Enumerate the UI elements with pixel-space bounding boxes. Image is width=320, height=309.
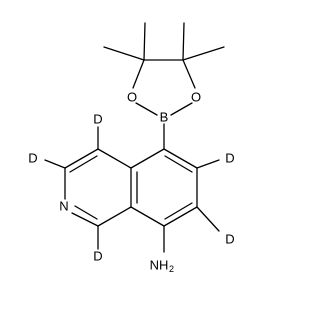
bond-n-c1-double [74,205,98,220]
bond-o-b-left [135,102,158,116]
atom-nh2: NH [150,258,169,273]
structure-diagram: O O B N D D D D D NH 2 [28,22,235,274]
bond-methyl-2 [143,22,146,61]
bond-c1-c8a [97,206,132,227]
bond-c4a-c5 [130,148,165,169]
bond-methyl-4 [182,46,225,61]
bond-c4-c3 [64,148,99,169]
atom-o-right: O [191,90,201,105]
bond-methyl-3 [182,22,185,61]
bond-c-o-left [132,59,145,89]
atom-d-c1: D [93,249,102,264]
bond-c4-c3-double [69,155,98,173]
atom-d-c7: D [225,232,234,247]
bond-methyl-1 [103,46,145,61]
bond-c7-d [196,206,220,232]
bond-c6-d [196,159,220,169]
atom-nh2-subscript: 2 [169,264,174,274]
bond-c7-c8-double [164,202,193,220]
bond-c5-c6 [163,148,198,169]
atom-d-c3: D [28,151,37,166]
bond-c4a-c4 [97,148,132,169]
atom-n: N [59,199,68,214]
bond-n-c1 [71,212,99,227]
bond-o-b-right [170,102,193,116]
bond-c3-d [44,159,66,169]
bond-c7-c8 [163,206,198,227]
atom-b: B [160,110,169,125]
atom-o-left: O [127,90,137,105]
bond-c-o-right [182,59,196,89]
bond-c5-c6-double [164,155,193,173]
bond-c8-c8a [130,206,165,227]
atom-d-c4: D [93,112,102,127]
atom-d-c6: D [225,151,234,166]
